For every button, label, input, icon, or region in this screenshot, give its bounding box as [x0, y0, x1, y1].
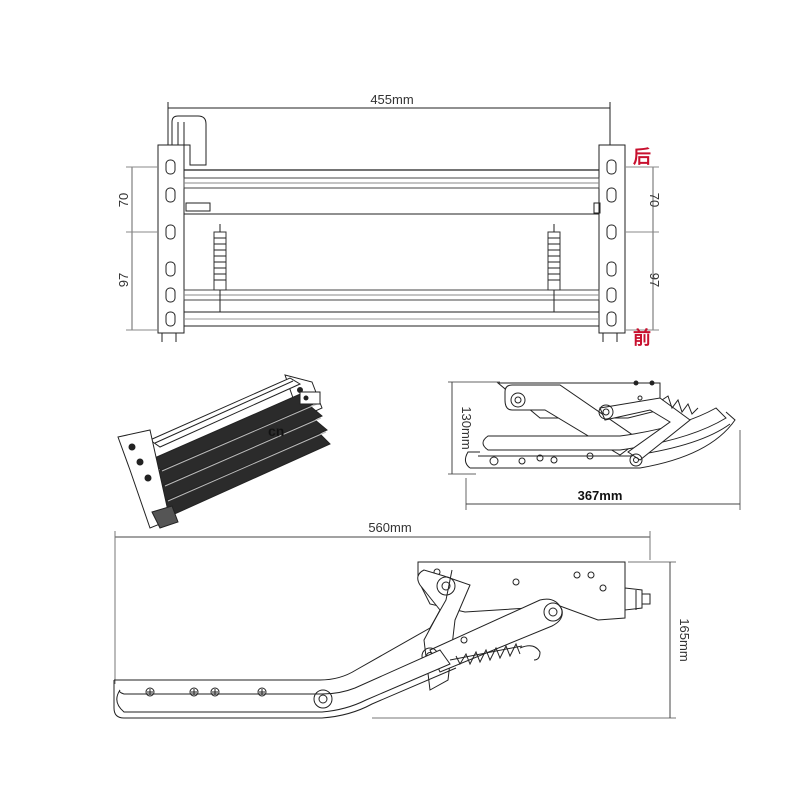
left-spring: [213, 224, 227, 312]
right-spring: [547, 224, 561, 312]
front-label: 前: [633, 327, 651, 349]
left-pin: [185, 202, 211, 212]
folded-spring: [661, 395, 699, 415]
rear-label: 后: [633, 147, 651, 168]
perspective-step-view: [117, 374, 331, 529]
top-width-label: 455mm: [370, 92, 413, 107]
extended-spring: [449, 642, 541, 666]
left-spacing-upper-label: 70: [116, 193, 131, 207]
folded-side-view: [448, 380, 741, 510]
right-spacing-lower-label: 97: [647, 273, 662, 287]
folded-length-label: 367mm: [578, 488, 623, 503]
right-bracket: [598, 144, 626, 334]
watermark-overlay: cn: [268, 423, 284, 439]
folded-height-label: 130mm: [459, 406, 474, 449]
right-bracket-holes: [606, 159, 617, 327]
left-spacing-lower-label: 97: [116, 273, 131, 287]
left-bracket: [157, 144, 185, 334]
extended-side-view: [113, 531, 676, 719]
top-view: [126, 102, 659, 342]
extended-height-label: 165mm: [677, 618, 692, 661]
right-spacing-upper-label: 70: [647, 193, 662, 207]
right-pin: [593, 202, 601, 214]
left-bracket-holes: [165, 159, 176, 327]
motor-housing: [171, 115, 207, 166]
extended-length-label: 560mm: [368, 520, 411, 535]
